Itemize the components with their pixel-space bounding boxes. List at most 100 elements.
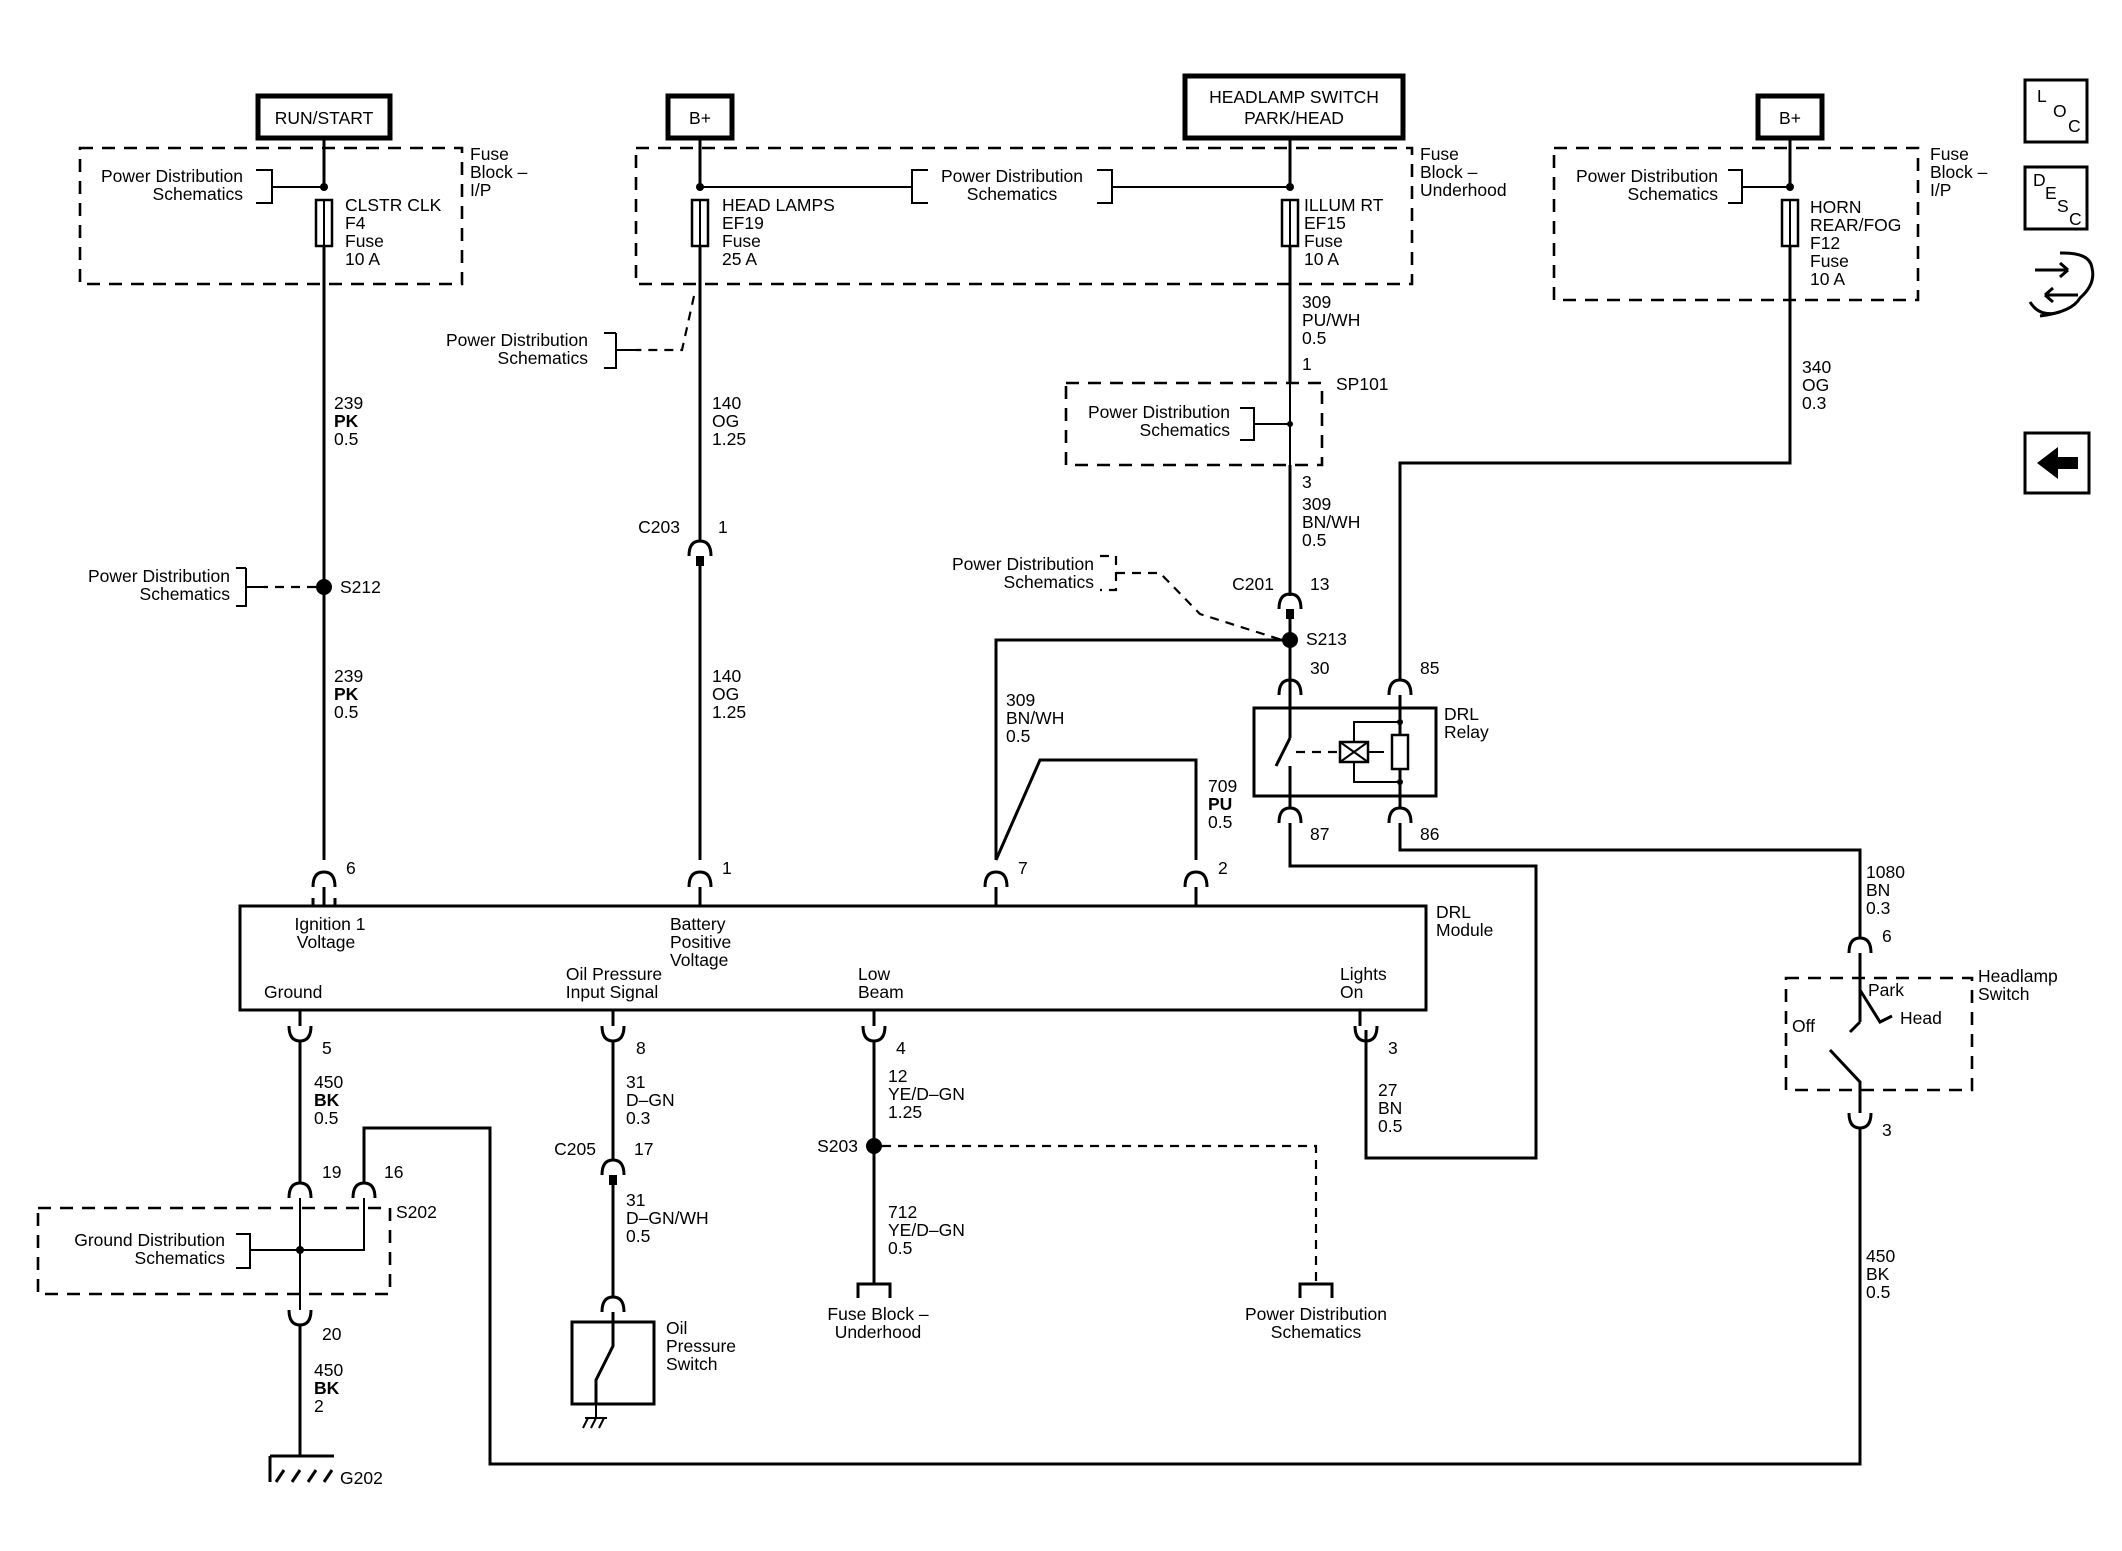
svg-text:O: O <box>2053 101 2067 121</box>
svg-text:BK: BK <box>314 1378 340 1398</box>
svg-text:Schematics: Schematics <box>967 184 1058 204</box>
svg-text:450: 450 <box>314 1072 343 1092</box>
svg-text:Head: Head <box>1900 1008 1942 1028</box>
fuse-f4-label: CLSTR CLK F4 Fuse 10 A <box>345 195 442 269</box>
svg-text:Oil Pressure: Oil Pressure <box>566 964 662 984</box>
pd-ref-ef19-ef15[interactable]: Power Distribution Schematics <box>941 166 1083 204</box>
svg-text:Underhood: Underhood <box>1420 180 1507 200</box>
oil-pressure-switch <box>570 1295 656 1429</box>
svg-text:0.5: 0.5 <box>1866 1282 1890 1302</box>
connector-views-icon[interactable] <box>2028 251 2095 318</box>
pd-ref-f12[interactable]: Power Distribution Schematics <box>1576 166 1718 204</box>
svg-text:REAR/FOG: REAR/FOG <box>1810 215 1901 235</box>
svg-text:BN/WH: BN/WH <box>1302 512 1360 532</box>
pin-c201: 13 <box>1310 574 1329 594</box>
gd-ref-s202[interactable]: Ground Distribution Schematics <box>74 1230 225 1268</box>
pin-s202-19: 19 <box>322 1162 341 1182</box>
fuse-block-underhood-ref[interactable]: Fuse Block – Underhood <box>827 1304 928 1342</box>
svg-text:Fuse Block –: Fuse Block – <box>827 1304 928 1324</box>
svg-text:I/P: I/P <box>1930 180 1951 200</box>
svg-text:Ground Distribution: Ground Distribution <box>74 1230 225 1250</box>
svg-text:0.5: 0.5 <box>1006 726 1030 746</box>
pd-ref-s212[interactable]: Power Distribution Schematics <box>88 566 230 604</box>
splice-s213-label: S213 <box>1306 629 1347 649</box>
pin-sw3: 3 <box>1882 1120 1892 1140</box>
pd-ref-ef19-out[interactable]: Power Distribution Schematics <box>446 330 588 368</box>
pin-m7: 7 <box>1018 858 1028 878</box>
drl-module-label: DRL Module <box>1436 902 1493 940</box>
pin-m6: 6 <box>346 858 356 878</box>
svg-text:Positive: Positive <box>670 932 731 952</box>
connector-c203-label: C203 <box>638 517 680 537</box>
svg-text:C: C <box>2069 209 2082 229</box>
module-pin-ignition: Ignition 1 Voltage <box>294 914 365 952</box>
connector-c205 <box>600 1158 626 1185</box>
pin-m3: 3 <box>1388 1038 1398 1058</box>
fuse-block-ip-left <box>78 146 464 286</box>
pd-ref-f4[interactable]: Power Distribution Schematics <box>101 166 243 204</box>
svg-text:Fuse: Fuse <box>345 231 384 251</box>
module-pin-lights-on: Lights On <box>1340 964 1387 1002</box>
svg-text:0.5: 0.5 <box>334 429 358 449</box>
wire-27: 27 BN 0.5 <box>1378 1080 1402 1136</box>
svg-text:1.25: 1.25 <box>712 702 746 722</box>
connector-c203 <box>687 530 713 566</box>
svg-text:Low: Low <box>858 964 890 984</box>
module-pin-battery: Battery Positive Voltage <box>670 914 731 970</box>
fuse-block-underhood <box>634 146 1414 286</box>
pd-ref-sp101[interactable]: Power Distribution Schematics <box>1088 402 1230 440</box>
wire-712: 712 YE/D–GN 0.5 <box>888 1202 965 1258</box>
headlamp-switch-box <box>1784 976 1974 1092</box>
svg-text:EF15: EF15 <box>1304 213 1346 233</box>
svg-text:450: 450 <box>1866 1246 1895 1266</box>
svg-text:BK: BK <box>314 1090 340 1110</box>
svg-text:239: 239 <box>334 666 363 686</box>
svg-text:C: C <box>2068 116 2081 136</box>
header-headlamp-switch: HEADLAMP SWITCH PARK/HEAD <box>1182 73 1406 141</box>
loc-icon[interactable]: L O C <box>2023 78 2089 144</box>
svg-text:F4: F4 <box>345 213 366 233</box>
svg-text:Lights: Lights <box>1340 964 1387 984</box>
desc-icon[interactable]: D E S C <box>2023 165 2089 231</box>
svg-text:PU/WH: PU/WH <box>1302 310 1360 330</box>
svg-text:L: L <box>2037 86 2047 106</box>
svg-text:OG: OG <box>1802 375 1829 395</box>
svg-text:I/P: I/P <box>470 180 491 200</box>
drl-relay <box>1252 678 1438 824</box>
pd-ref-s203[interactable]: Power Distribution Schematics <box>1245 1304 1387 1342</box>
svg-text:0.3: 0.3 <box>1866 898 1890 918</box>
fuse-block-ip-left-label: Fuse Block – I/P <box>470 144 528 200</box>
svg-text:DRL: DRL <box>1444 704 1479 724</box>
back-arrow-icon[interactable] <box>2023 431 2091 495</box>
splice-sp101-label: SP101 <box>1336 374 1389 394</box>
svg-text:140: 140 <box>712 666 741 686</box>
splice-s212-label: S212 <box>340 577 381 597</box>
svg-text:YE/D–GN: YE/D–GN <box>888 1220 965 1240</box>
header-b-plus-1: B+ <box>665 93 735 141</box>
svg-text:OG: OG <box>712 684 739 704</box>
pin-m4: 4 <box>896 1038 906 1058</box>
header-b-plus-1-label: B+ <box>689 108 711 128</box>
pin-s202-20: 20 <box>322 1324 342 1344</box>
svg-text:BN/WH: BN/WH <box>1006 708 1064 728</box>
pin-c205: 17 <box>634 1139 653 1159</box>
svg-text:On: On <box>1340 982 1363 1002</box>
pin-relay-30: 30 <box>1310 658 1330 678</box>
connector-c201-label: C201 <box>1232 574 1274 594</box>
splice-s202-label: S202 <box>396 1202 437 1222</box>
splice-s212 <box>316 579 332 595</box>
svg-text:0.3: 0.3 <box>1802 393 1826 413</box>
svg-text:Switch: Switch <box>1978 984 2030 1004</box>
pin-sp101-in: 1 <box>1302 354 1312 374</box>
svg-text:0.5: 0.5 <box>1302 328 1326 348</box>
svg-text:YE/D–GN: YE/D–GN <box>888 1084 965 1104</box>
svg-text:Park: Park <box>1868 980 1904 1000</box>
wire-12: 12 YE/D–GN 1.25 <box>888 1066 965 1122</box>
svg-text:Power Distribution: Power Distribution <box>941 166 1083 186</box>
svg-text:0.5: 0.5 <box>888 1238 912 1258</box>
svg-text:140: 140 <box>712 393 741 413</box>
svg-text:Fuse: Fuse <box>1930 144 1969 164</box>
wire-450-ground: 450 BK 2 <box>314 1360 343 1416</box>
pd-ref-c201[interactable]: Power Distribution Schematics <box>952 554 1094 592</box>
